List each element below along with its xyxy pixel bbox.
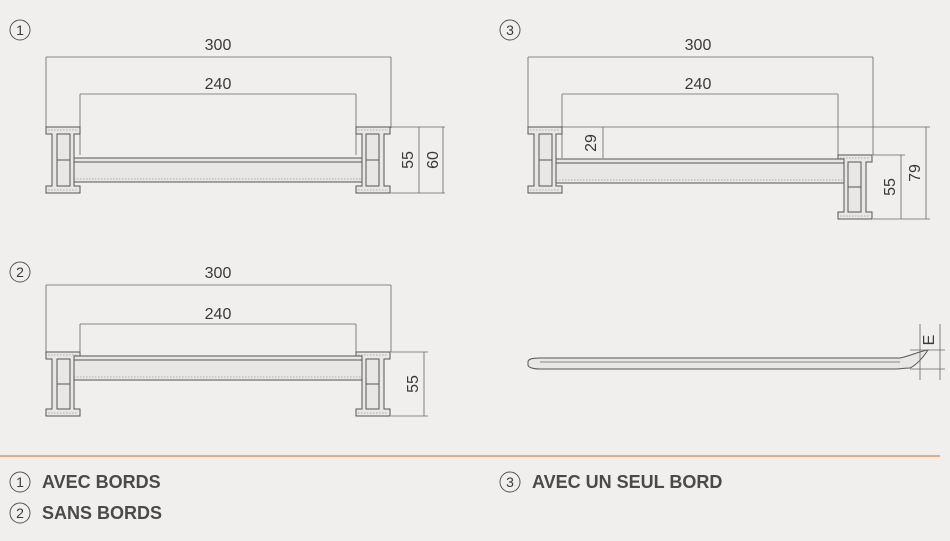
svg-text:60: 60 (425, 151, 442, 169)
svg-text:300: 300 (205, 37, 232, 54)
svg-text:AVEC BORDS: AVEC BORDS (42, 472, 161, 492)
number-badge-1: 1 (9, 19, 31, 41)
legend-item-2: 2 SANS BORDS (9, 502, 162, 524)
dimension-inner-width-1: 240 (79, 76, 357, 155)
legend: 1 AVEC BORDS 2 SANS BORDS 3 AVEC UN SEUL… (9, 471, 722, 524)
svg-text:55: 55 (405, 375, 422, 393)
svg-text:300: 300 (205, 265, 232, 282)
dimension-total-width-2: 300 (45, 265, 392, 352)
left-profile-3 (527, 126, 563, 194)
svg-text:240: 240 (205, 76, 232, 93)
diagram-3: 3 300 240 (499, 19, 930, 220)
dimension-inner-width-2: 240 (79, 306, 357, 356)
svg-text:55: 55 (400, 151, 417, 169)
diagram-2: 2 300 240 (9, 261, 428, 417)
svg-text:2: 2 (16, 505, 24, 521)
dimension-inner-width-3: 240 (561, 76, 839, 158)
svg-text:3: 3 (506, 474, 514, 490)
side-view-plate: E (527, 324, 945, 380)
left-profile-1 (45, 126, 81, 194)
svg-text:300: 300 (685, 37, 712, 54)
svg-text:240: 240 (205, 306, 232, 323)
dimension-heights-2: 55 (391, 351, 428, 417)
svg-text:AVEC UN SEUL BORD: AVEC UN SEUL BORD (532, 472, 722, 492)
svg-text:1: 1 (16, 22, 24, 38)
number-badge-2: 2 (9, 261, 31, 283)
svg-text:240: 240 (685, 76, 712, 93)
svg-text:E: E (921, 335, 938, 346)
number-badge-3: 3 (499, 19, 521, 41)
legend-item-3: 3 AVEC UN SEUL BORD (499, 471, 722, 493)
legend-item-1: 1 AVEC BORDS (9, 471, 161, 493)
dimension-total-width-3: 300 (527, 37, 874, 155)
svg-text:1: 1 (16, 474, 24, 490)
svg-text:3: 3 (506, 22, 514, 38)
dimension-thickness: E (910, 324, 945, 380)
diagram-1: 1 300 240 (9, 19, 445, 194)
left-profile-2 (45, 351, 81, 417)
dimension-total-width-1: 300 (45, 37, 392, 128)
plate-1 (73, 157, 363, 183)
svg-text:55: 55 (882, 178, 899, 196)
svg-text:SANS BORDS: SANS BORDS (42, 503, 162, 523)
plate-3 (555, 158, 845, 184)
dimension-heights-1: 55 60 (391, 126, 445, 194)
right-profile-2 (355, 351, 391, 417)
svg-text:29: 29 (583, 134, 600, 152)
svg-text:79: 79 (907, 164, 924, 182)
right-profile-1 (355, 126, 391, 194)
svg-text:2: 2 (16, 264, 24, 280)
plate-2 (73, 355, 363, 381)
dimension-heights-3: 29 55 79 (562, 126, 930, 220)
